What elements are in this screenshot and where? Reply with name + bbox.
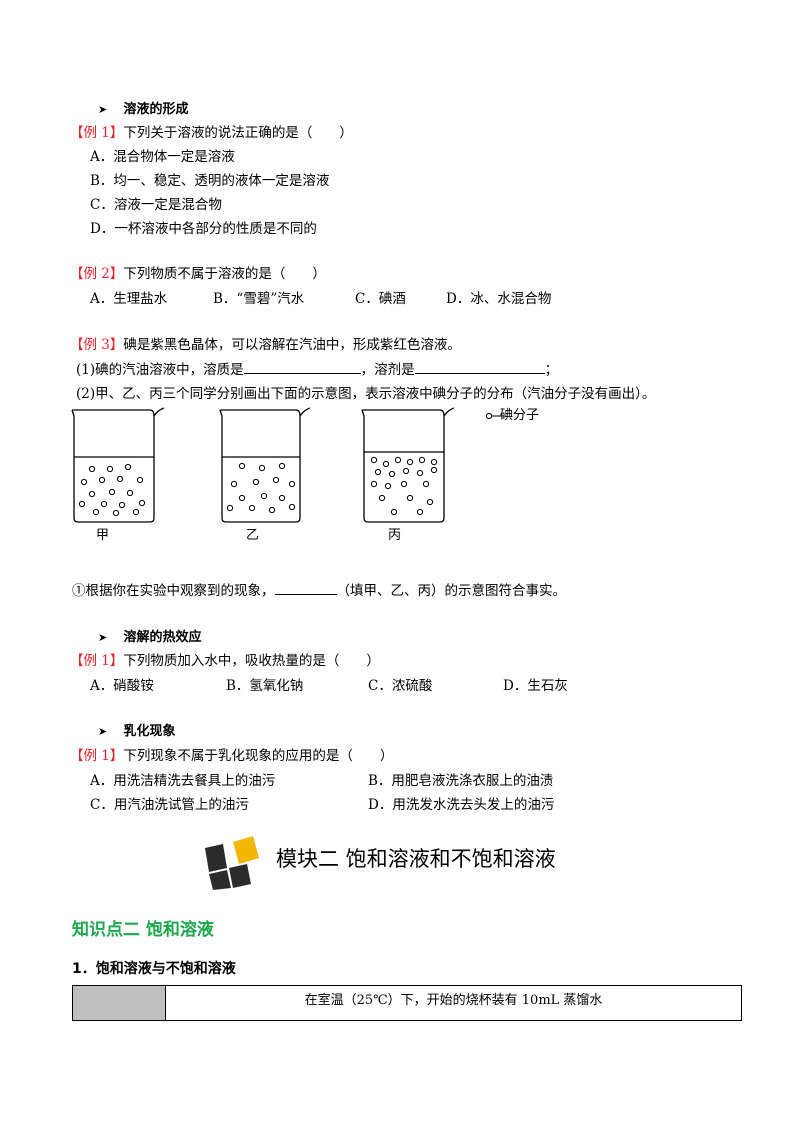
iodine-molecules-yi (226, 462, 296, 514)
option-c: C．碘酒 (355, 291, 406, 307)
example-tag: 【例 1】 (70, 125, 124, 141)
option-d: D．冰、水混合物 (446, 291, 552, 307)
iodine-legend-label: 碘分子 (500, 408, 540, 423)
section-heading-heat-effect: ➤ 溶解的热效应 (98, 626, 202, 645)
beaker-label-bing: 丙 (388, 528, 402, 543)
subquestion-1-text: (1)碘的汽油溶液中，溶质是 (76, 362, 244, 378)
arrow-bullet-icon: ➤ (98, 103, 108, 116)
experiment-table: 在室温（25℃）下，开始的烧杯装有 10mL 蒸馏水 (72, 985, 742, 1021)
table-header-cell (72, 985, 166, 1021)
option-c: C．溶液一定是混合物 (90, 197, 222, 213)
answer-blank-diagram[interactable] (274, 581, 337, 595)
example-tag: 【例 3】 (70, 337, 124, 353)
option-d: D．一杯溶液中各部分的性质是不同的 (90, 221, 317, 237)
answer-blank-solvent[interactable] (414, 360, 545, 374)
section-heading-solution-formation: ➤ 溶液的形成 (98, 98, 189, 117)
subquestion-2: (2)甲、乙、丙三个同学分别画出下面的示意图，表示溶液中碘分子的分布（汽油分子没… (76, 386, 656, 402)
option-a: A．混合物体一定是溶液 (90, 149, 235, 165)
section-heading-emulsification: ➤ 乳化现象 (98, 720, 176, 739)
option-a: A．用洗洁精洗去餐具上的油污 (90, 773, 276, 789)
subquestion-3: ①根据你在实验中观察到的现象， （填甲、乙、丙）的示意图符合事实。 (72, 579, 566, 599)
iodine-molecules-jia (78, 463, 146, 517)
question-text: 下列关于溶液的说法正确的是（ ） (123, 125, 353, 141)
section-title: 溶解的热效应 (123, 630, 202, 645)
knowledge-point-title: 知识点二 饱和溶液 (72, 920, 214, 940)
example-3-question: 【例 3】碘是紫黑色晶体，可以溶解在汽油中，形成紫红色溶液。 (70, 333, 461, 353)
subsection-title: 1．饱和溶液与不饱和溶液 (72, 961, 236, 977)
question-text: 下列现象不属于乳化现象的应用的是（ ） (123, 748, 394, 764)
option-d: D．用洗发水洗去头发上的油污 (368, 797, 555, 813)
example-tag: 【例 2】 (70, 266, 124, 282)
arrow-bullet-icon: ➤ (98, 631, 108, 644)
example-tag: 【例 1】 (70, 653, 124, 669)
question-text: 下列物质不属于溶液的是（ ） (123, 266, 326, 282)
example-heat-question: 【例 1】下列物质加入水中，吸收热量的是（ ） (70, 649, 380, 669)
option-a: A．生理盐水 (90, 291, 168, 307)
option-b: B．“雪碧”汽水 (213, 291, 305, 307)
arrow-bullet-icon: ➤ (98, 725, 108, 738)
beaker-label-jia: 甲 (96, 528, 110, 543)
module-logo-icon (205, 836, 259, 890)
subquestion-1-text-3: ； (544, 362, 559, 378)
beaker-label-yi: 乙 (246, 528, 260, 543)
example-emulsion-question: 【例 1】下列现象不属于乳化现象的应用的是（ ） (70, 744, 393, 764)
example-2-question: 【例 2】下列物质不属于溶液的是（ ） (70, 262, 326, 282)
module-title: 模块二 饱和溶液和不饱和溶液 (276, 847, 556, 871)
section-title: 乳化现象 (123, 724, 176, 739)
subquestion-3-text: ①根据你在实验中观察到的现象， (72, 583, 275, 599)
iodine-legend-icon (485, 412, 504, 420)
beaker-diagrams (71, 407, 504, 523)
option-b: B．用肥皂液洗涤衣服上的油渍 (368, 773, 554, 789)
option-c: C．用汽油洗试管上的油污 (90, 797, 249, 813)
table-row: 在室温（25℃）下，开始的烧杯装有 10mL 蒸馏水 (72, 985, 742, 1021)
question-text: 碘是紫黑色晶体，可以溶解在汽油中，形成紫红色溶液。 (123, 337, 461, 353)
table-cell: 在室温（25℃）下，开始的烧杯装有 10mL 蒸馏水 (165, 985, 742, 1021)
option-b: B．氢氧化钠 (226, 678, 304, 694)
option-b: B．均一、稳定、透明的液体一定是溶液 (90, 173, 330, 189)
subquestion-1: (1)碘的汽油溶液中，溶质是 ，溶剂是 ； (76, 358, 558, 378)
section-title: 溶液的形成 (123, 102, 189, 117)
option-d: D．生石灰 (503, 678, 568, 694)
subquestion-1-text-2: ，溶剂是 (360, 362, 415, 378)
beaker-jia-icon (71, 407, 165, 523)
iodine-molecules-bing (370, 456, 438, 516)
beaker-yi-icon (219, 407, 311, 523)
option-a: A．硝酸铵 (90, 678, 154, 694)
answer-blank-solute[interactable] (243, 360, 361, 374)
example-tag: 【例 1】 (70, 748, 124, 764)
option-c: C．浓硫酸 (368, 678, 433, 694)
beaker-bing-icon (361, 407, 455, 523)
subquestion-3-text-2: （填甲、乙、丙）的示意图符合事实。 (336, 583, 567, 599)
example-1-question: 【例 1】下列关于溶液的说法正确的是（ ） (70, 121, 353, 141)
question-text: 下列物质加入水中，吸收热量的是（ ） (123, 653, 380, 669)
